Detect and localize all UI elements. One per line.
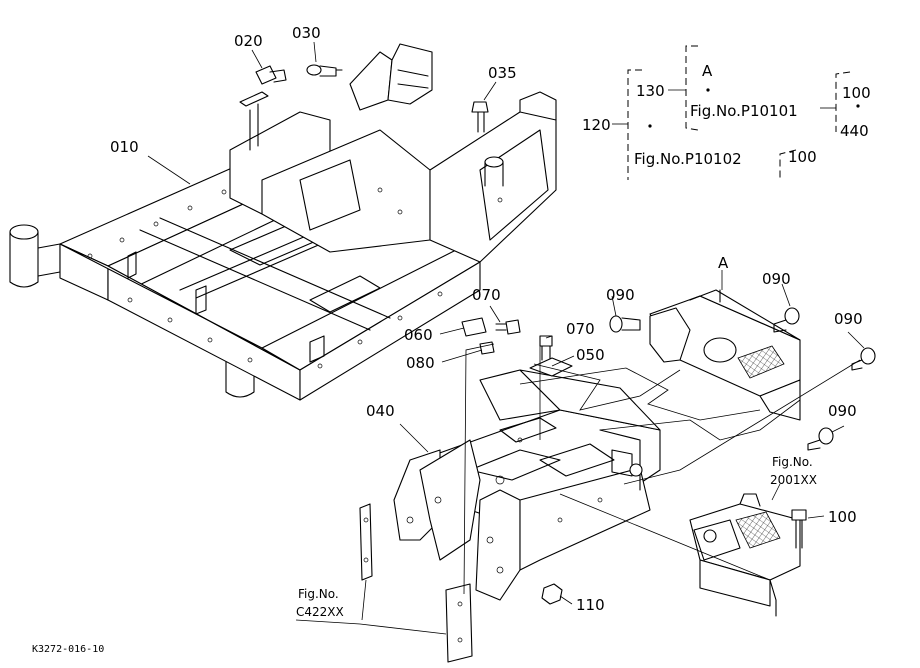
cover-assembly: [649, 289, 801, 421]
label-070a: 070: [472, 286, 501, 304]
part-number-labels: 010 020 030 035 040 050 060 070 070 080 …: [110, 24, 863, 614]
leader-lines: [147, 41, 865, 635]
engine-unit: [689, 493, 801, 617]
tree-100a: 100: [842, 84, 871, 102]
bolt-090c: [851, 347, 876, 371]
label-020: 020: [234, 32, 263, 50]
side-bracket-left: [359, 503, 373, 581]
drawing-code: K3272-016-10: [32, 644, 104, 655]
frame-holes: [87, 187, 503, 369]
figure-reference-tree: [612, 45, 860, 180]
label-080: 080: [406, 354, 435, 372]
pin-030: [306, 64, 343, 77]
figure-tree-labels: 120 130 A Fig.No.P10101 Fig.No.P10102 10…: [582, 62, 871, 168]
label-110: 110: [576, 596, 605, 614]
nut-110: [541, 583, 563, 605]
bolt-090d: [807, 427, 834, 451]
bolt-070b: [539, 335, 553, 361]
side-bracket-bottom: [445, 583, 473, 663]
bolt-100: [791, 509, 807, 549]
tree-100b: 100: [788, 148, 817, 166]
label-030: 030: [292, 24, 321, 42]
bolt-035: [471, 101, 489, 133]
ref-fig-no-1: Fig.No.: [772, 455, 813, 469]
bolt-090b: [773, 307, 800, 333]
label-050: 050: [576, 346, 605, 364]
label-A: A: [718, 254, 729, 272]
plate-050: [529, 357, 573, 377]
label-100: 100: [828, 508, 857, 526]
left-pivot-tube: [9, 224, 61, 288]
main-frame: [9, 43, 557, 401]
lower-frame: [393, 369, 661, 601]
tree-fig-p10102: Fig.No.P10102: [634, 150, 742, 168]
tree-440: 440: [840, 122, 869, 140]
clip-080: [479, 341, 495, 355]
bracket-060: [461, 317, 487, 337]
ref-fig-no-2: Fig.No.: [298, 587, 339, 601]
ref-fig-code-2001xx: 2001XX: [770, 473, 817, 487]
label-090a: 090: [606, 286, 635, 304]
bolt-020: [255, 65, 287, 85]
bolt-070a: [495, 319, 521, 335]
figure-references: Fig.No. 2001XX Fig.No. C422XX: [296, 455, 817, 619]
label-060: 060: [404, 326, 433, 344]
label-090c: 090: [834, 310, 863, 328]
label-090d: 090: [828, 402, 857, 420]
bolt-090a: [609, 315, 641, 333]
label-040: 040: [366, 402, 395, 420]
tree-130: 130: [636, 82, 665, 100]
label-010: 010: [110, 138, 139, 156]
label-035: 035: [488, 64, 517, 82]
label-070b: 070: [566, 320, 595, 338]
ref-fig-code-c422xx: C422XX: [296, 605, 344, 619]
tree-A: A: [702, 62, 713, 80]
label-090b: 090: [762, 270, 791, 288]
tree-fig-p10101: Fig.No.P10101: [690, 102, 798, 120]
tree-120: 120: [582, 116, 611, 134]
